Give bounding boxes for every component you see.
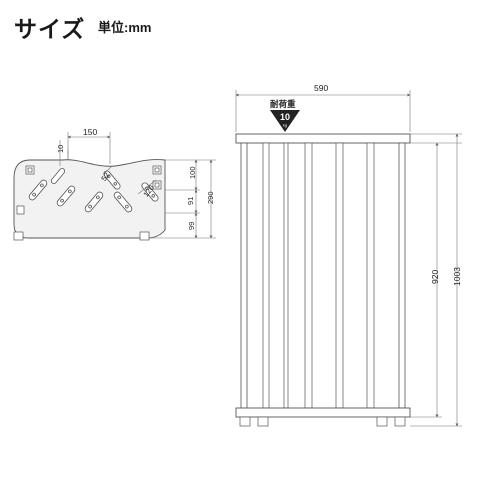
dim-52-label: 52 [99, 171, 111, 183]
dim-590-label: 590 [314, 83, 328, 93]
dim-99-label: 99 [187, 222, 196, 230]
dim-10-label: 10 [56, 145, 65, 153]
dim-590 [235, 90, 411, 132]
dim-120 [137, 179, 157, 195]
dim-10 [59, 140, 69, 166]
front-view: 590 耐荷重 10 kg [235, 83, 462, 427]
top-view: 150 10 52 120 100 91 99 [13, 127, 216, 241]
load-unit: kg [283, 123, 287, 128]
load-label: 耐荷重 [270, 99, 296, 109]
dim-100-label: 100 [188, 166, 197, 179]
corner-fixtures [13, 165, 162, 241]
load-triangle-icon [270, 110, 300, 132]
feet [239, 416, 406, 427]
slot-holders [28, 168, 159, 213]
dim-52 [103, 165, 113, 175]
dim-920-label: 920 [430, 270, 440, 284]
unit-label: 単位:mm [98, 20, 152, 35]
dim-290-label: 290 [206, 191, 215, 204]
dim-height [410, 133, 462, 427]
dim-1003-label: 1003 [452, 267, 462, 286]
bottom-board [235, 407, 411, 418]
load-value: 10 [280, 112, 290, 122]
dim-91-label: 91 [186, 197, 195, 205]
dim-right-stack [150, 159, 216, 239]
top-view-board-outline [13, 159, 166, 239]
top-board [235, 133, 411, 144]
dim-150-label: 150 [83, 127, 97, 137]
divider-panels [262, 142, 375, 409]
page-title: サイズ [14, 16, 86, 42]
